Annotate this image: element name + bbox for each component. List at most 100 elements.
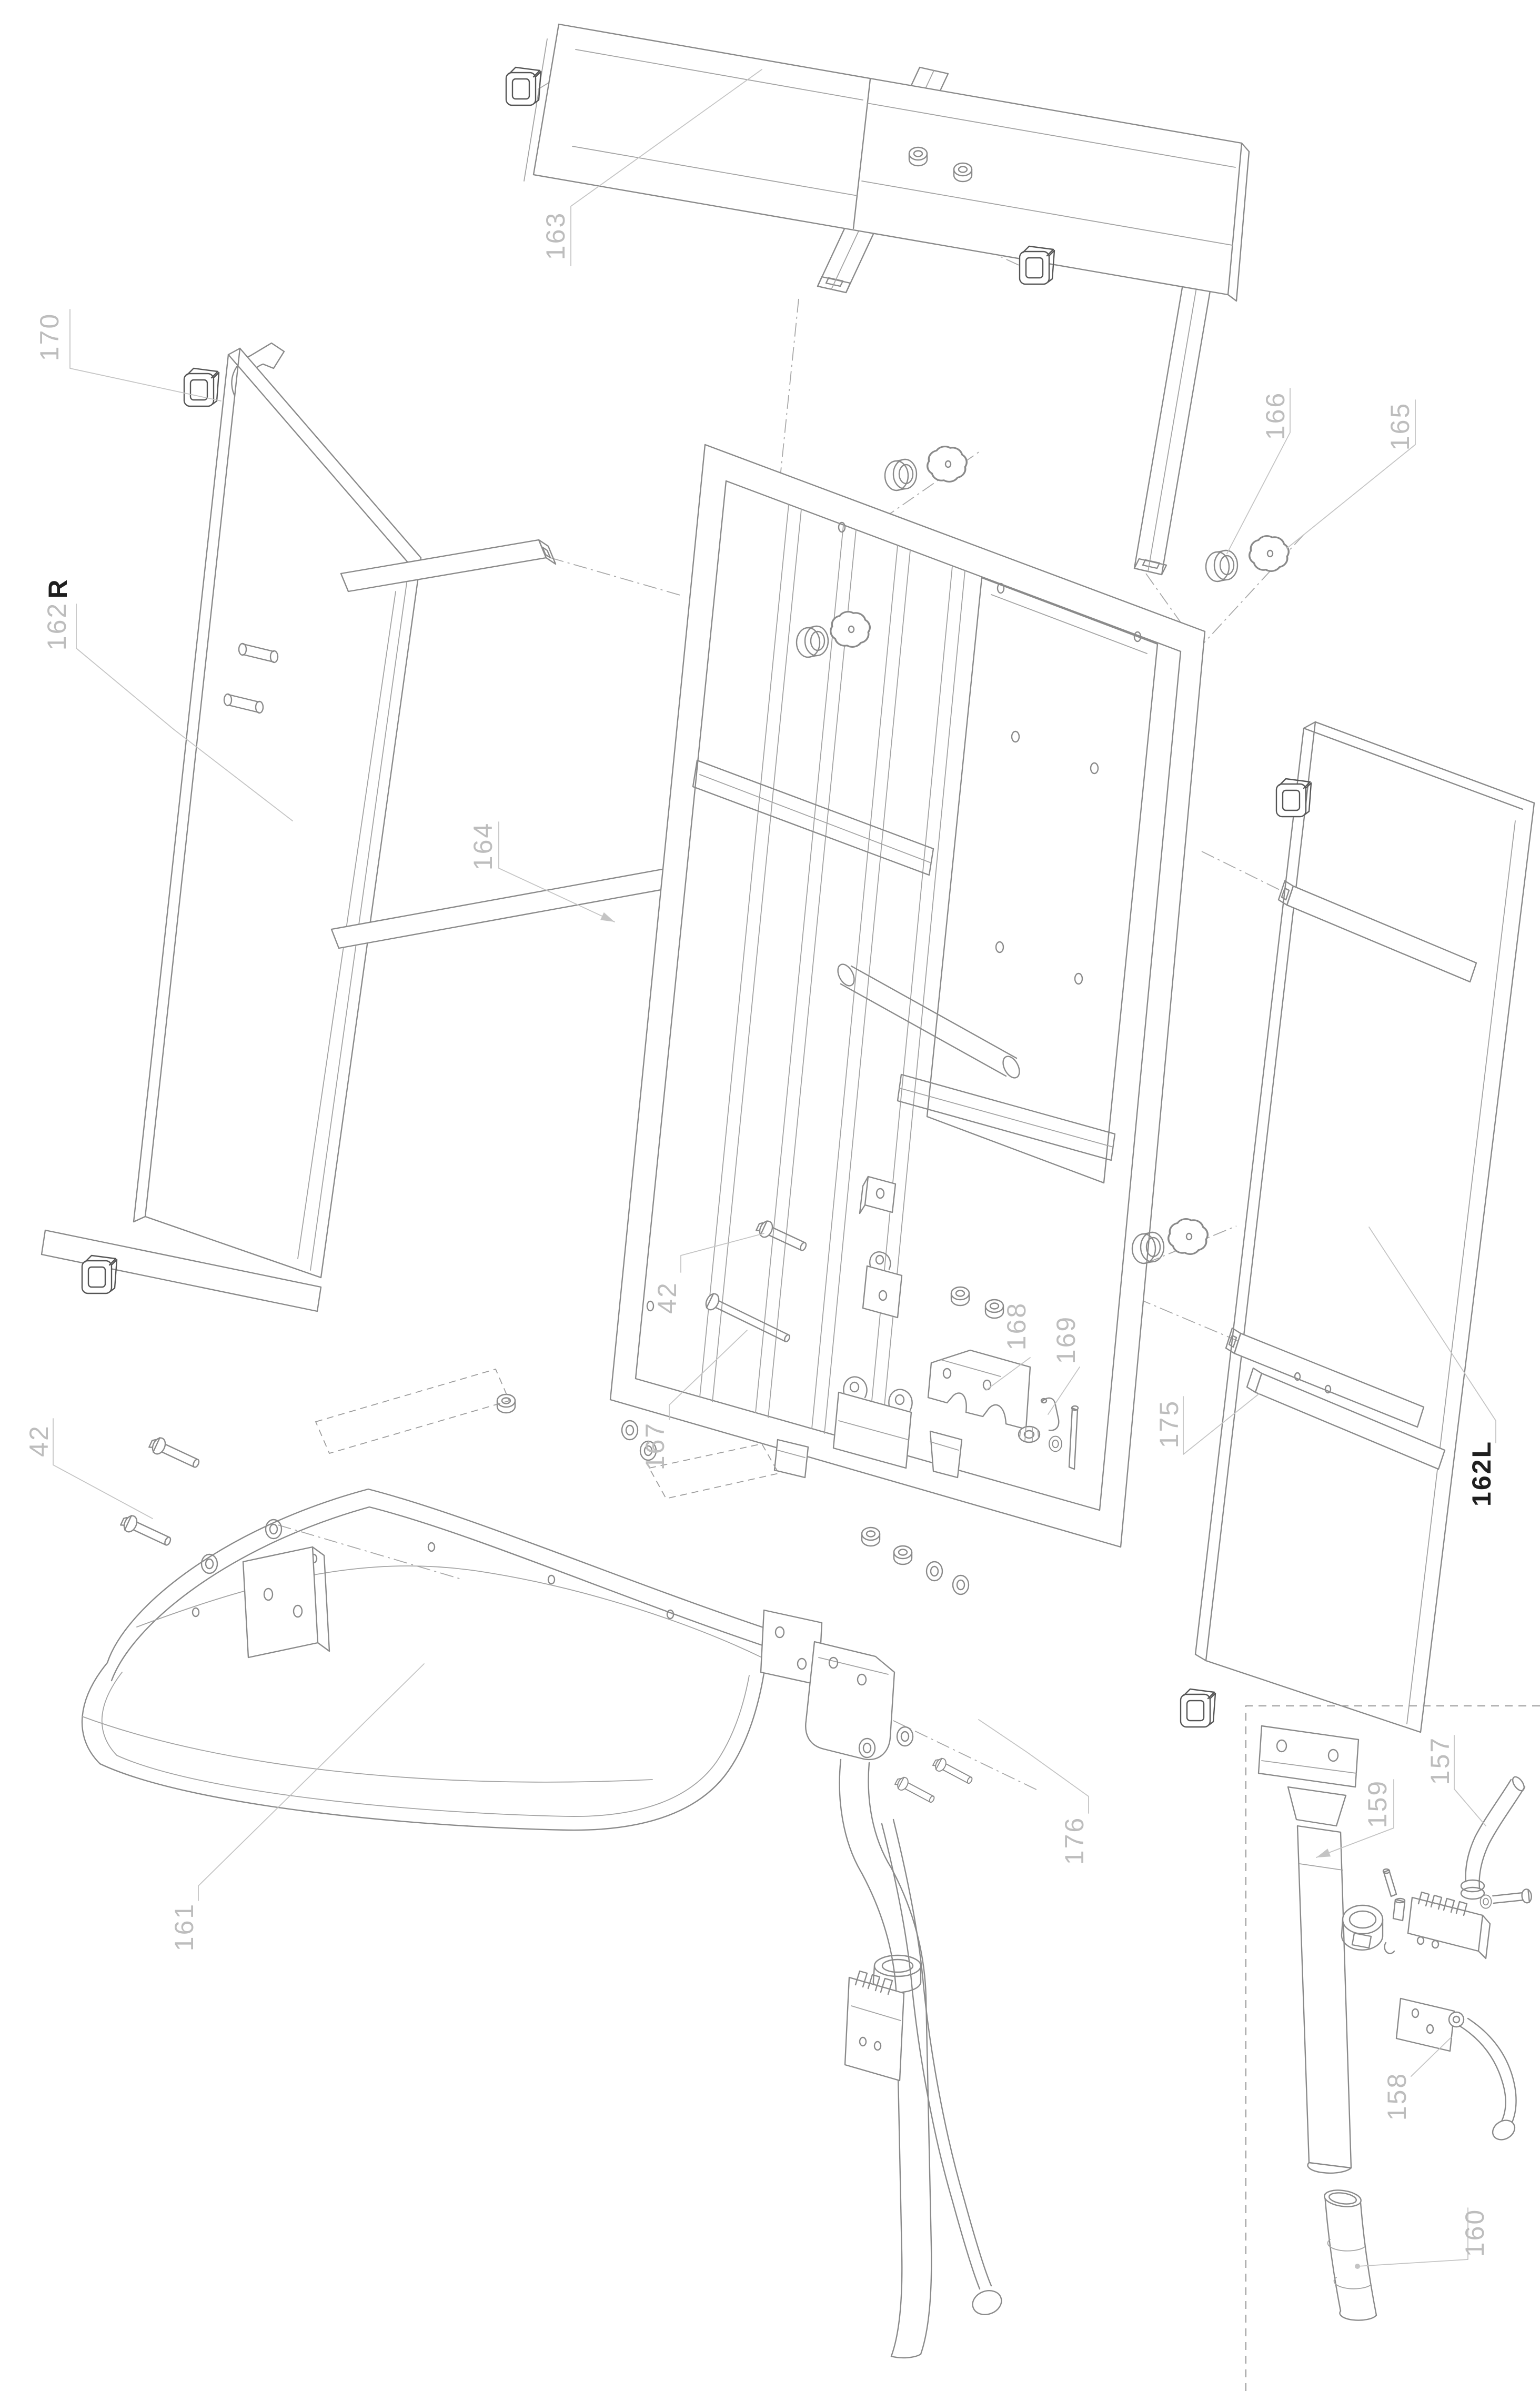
end-cap [1275, 778, 1312, 818]
part-number-text-176: 176 [1060, 1816, 1089, 1865]
part-175-cross-tube [1225, 1327, 1425, 1428]
frame-lower-shelf [897, 1073, 1116, 1161]
part-42-bolt [147, 1434, 203, 1473]
leader-line-166 [1226, 388, 1291, 554]
panel-crossbar [1277, 880, 1477, 983]
part-number-text-161: 161 [169, 1903, 199, 1951]
leader-line-42-upper [680, 1233, 764, 1273]
part-label-162L: 162L [1368, 1227, 1496, 1506]
part-158-ratchet-body [1407, 1888, 1532, 1960]
inset-border [1245, 1705, 1540, 2391]
part-159-post [1257, 1725, 1360, 2174]
part-number-text-42-lower: 42 [24, 1424, 54, 1457]
part-label-163: 163 [541, 69, 762, 266]
part-number-text-158: 158 [1382, 2072, 1412, 2121]
part-160-grip [1324, 2189, 1377, 2321]
lever-arm [881, 1819, 1002, 2315]
part-number-text-169: 169 [1051, 1315, 1081, 1364]
tilt-lever-assembly [805, 1641, 1002, 2359]
part-label-167: 167 [640, 1330, 748, 1470]
part-label-168: 168 [985, 1302, 1031, 1391]
leader-line-162L [1368, 1227, 1496, 1443]
frame-pivot-bracket [832, 1376, 913, 1469]
part-number-text-163: 163 [541, 212, 570, 260]
leader-line-157 [1454, 1735, 1486, 1826]
panel-crossbar [340, 539, 557, 592]
end-cap [505, 66, 542, 106]
part-166-grommet [1205, 549, 1239, 582]
part-165-knob [924, 444, 970, 485]
part-label-166: 166 [1226, 388, 1291, 554]
part-161-seat-pan [81, 1368, 823, 1831]
side-panel-face [144, 347, 422, 1279]
part-157-handle-tube [1460, 1776, 1526, 1900]
part-169-pin-set [1018, 1397, 1079, 1470]
leader-line-170 [69, 309, 222, 401]
leader-line-175 [1183, 1393, 1260, 1455]
frame-bracket-lug [862, 1251, 903, 1319]
part-label-158: 158 [1382, 2037, 1452, 2121]
leader-arrowhead [600, 912, 615, 922]
part-number-text-160: 160 [1460, 2208, 1489, 2257]
leader-line-42-lower [53, 1418, 153, 1519]
panel-peg [238, 642, 279, 664]
panel-crossbar [330, 867, 686, 949]
leader-line-165 [1286, 399, 1416, 549]
leader-line-160 [1357, 2207, 1468, 2267]
part-number-text-159: 159 [1363, 1780, 1392, 1828]
leader-dot [1355, 2264, 1360, 2269]
frame-back-panel [926, 577, 1159, 1184]
part-number-text-166: 166 [1261, 391, 1290, 440]
leader-line-168 [985, 1357, 1031, 1391]
part-162L-side-panel [1131, 533, 1535, 1733]
part-label-164: 164 [468, 821, 615, 922]
part-label-162R-num: 162 [42, 602, 293, 821]
part-label-157: 157 [1425, 1735, 1486, 1826]
part-number-text-157: 157 [1425, 1736, 1455, 1785]
frame-wedge-stop [929, 1430, 963, 1479]
frame-bracket-small [859, 1176, 897, 1214]
part-165-knob [1246, 533, 1292, 574]
leader-line-162R-num [76, 604, 293, 821]
leader-line-169 [1048, 1367, 1080, 1415]
part-176-bolt [931, 1755, 975, 1788]
part-label-161: 161 [169, 1663, 425, 1951]
leader-line-164 [498, 821, 615, 922]
part-label-170: 170 [35, 309, 222, 401]
leader-line-158 [1411, 2037, 1452, 2077]
part-label-42-upper: 42 [652, 1233, 764, 1314]
detail-inset [1245, 1705, 1540, 2391]
frame-hand-bar [837, 963, 1020, 1079]
end-cap [183, 367, 220, 407]
frame-mid-shelf [692, 759, 934, 876]
pan-mount-plate [242, 1546, 330, 1659]
lever-ratchet-block [844, 1970, 905, 2082]
part-number-text-42-upper: 42 [652, 1281, 682, 1314]
part-158-clamp-ring [1341, 1904, 1384, 1951]
leader-line-176 [978, 1719, 1089, 1814]
leader-line-161 [198, 1663, 425, 1901]
part-166-grommet [884, 458, 918, 491]
part-label-159: 159 [1316, 1779, 1394, 1858]
part-number-text-162L: 162L [1467, 1440, 1496, 1506]
part-168-hook-bracket [927, 1349, 1031, 1430]
part-164-frame [609, 444, 1206, 1548]
end-cap [1180, 1688, 1216, 1728]
part-162R-side-panel [41, 347, 686, 1312]
part-label-176: 176 [978, 1719, 1089, 1865]
part-number-text-168: 168 [1002, 1302, 1031, 1350]
part-label-160: 160 [1355, 2207, 1489, 2269]
side-panel-face [1205, 721, 1535, 1733]
part-number-text-167: 167 [640, 1422, 670, 1470]
part-number-text-175: 175 [1154, 1400, 1184, 1448]
part-163-top-shelf [505, 23, 1250, 576]
part-number-text-170: 170 [35, 313, 64, 361]
frame-stop-block [773, 1439, 809, 1479]
panel-crossbar [1246, 1367, 1446, 1470]
part-number-text-162R-num: 162 [42, 602, 72, 650]
leader-arrowhead [1316, 1848, 1331, 1857]
part-number-text-164: 164 [468, 822, 498, 870]
part-label-169: 169 [1048, 1315, 1081, 1415]
